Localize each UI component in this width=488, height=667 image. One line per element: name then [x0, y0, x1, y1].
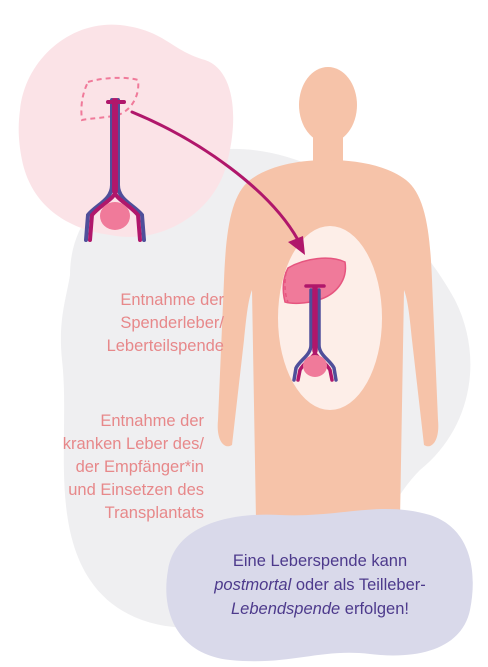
donor-caption-line: Spenderleber/ — [120, 314, 224, 332]
recipient-caption-line: kranken Leber des/ — [63, 435, 204, 453]
note-line-1: Eine Leberspende kann — [233, 552, 407, 570]
donor-caption-line: Entnahme der — [120, 291, 224, 309]
recipient-caption-line: Transplantats — [105, 504, 204, 522]
recipient-caption-line: der Empfänger*in — [76, 458, 204, 476]
abdomen-highlight — [278, 226, 382, 410]
recipient-caption: Entnahme der kranken Leber des/ der Empf… — [10, 410, 204, 525]
recipient-caption-line: Entnahme der — [100, 412, 204, 430]
info-note: Eine Leberspende kann postmortal oder al… — [180, 549, 460, 621]
donor-caption-line: Leberteilspende — [107, 337, 224, 355]
recipient-bladder-icon — [303, 355, 327, 377]
note-lebendspende: Lebendspende — [231, 600, 340, 618]
donor-caption: Entnahme der Spenderleber/ Leberteilspen… — [40, 289, 224, 358]
note-line-2-rest: oder als Teilleber- — [291, 576, 426, 594]
donor-bladder-icon — [100, 202, 130, 230]
recipient-caption-line: und Einsetzen des — [68, 481, 204, 499]
note-line-3-rest: erfolgen! — [340, 600, 409, 618]
note-postmortal: postmortal — [214, 576, 291, 594]
